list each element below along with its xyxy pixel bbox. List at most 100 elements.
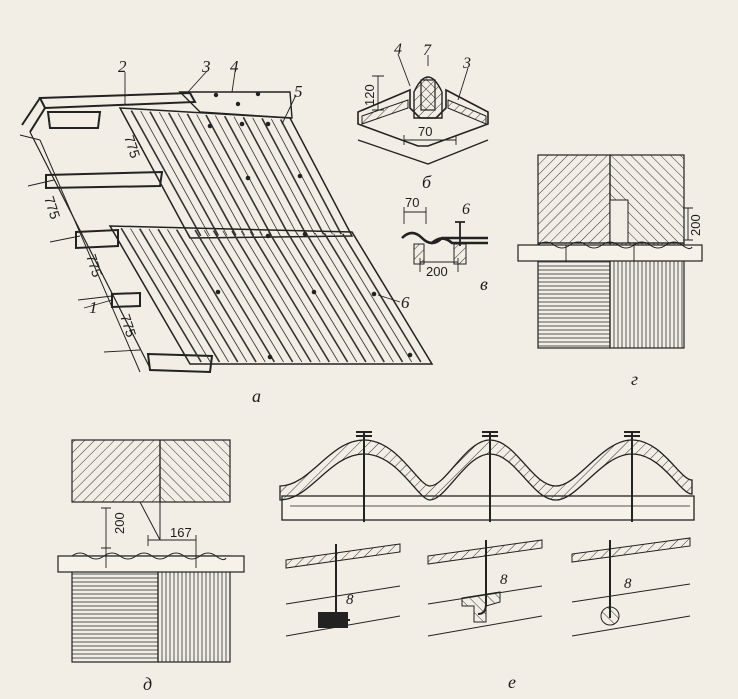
e-detail-1: 8: [285, 543, 401, 637]
e-wave-sheet: [279, 439, 693, 501]
corrugation-line: [314, 232, 394, 363]
callout-b-3: 3: [462, 55, 471, 72]
corrugation-line: [130, 110, 202, 237]
panel-a-letter: а: [252, 386, 261, 406]
corrugation-line: [140, 110, 210, 236]
d-cut: [139, 501, 161, 541]
corrugation-line: [286, 231, 367, 363]
left-slope-sheet: [361, 99, 409, 125]
corrugation-line: [240, 231, 321, 363]
corrugation-line: [323, 232, 404, 363]
purlin-3: [111, 291, 141, 309]
panel-e: 8 8 8 е: [279, 431, 695, 692]
ridge-tile: [357, 88, 489, 147]
callout-a-6: 6: [401, 293, 410, 312]
bolt: [213, 92, 219, 98]
corrugation-line: [167, 112, 237, 236]
callout-e-8c: 8: [624, 576, 632, 592]
dim-d-200: 200: [112, 512, 127, 534]
corrugation-line: [222, 230, 303, 363]
corrugation-line: [157, 228, 239, 363]
panel-d: 200 167 д: [57, 439, 245, 694]
sheet-profile-under: [431, 237, 488, 245]
callout-b-7: 7: [423, 42, 432, 59]
dim-d-167: 167: [170, 525, 192, 540]
panel-b: 4 7 3 120 70 б: [357, 41, 489, 192]
dim-a-775-1: 775: [121, 133, 144, 160]
panel-a: 1 2 3 4 5 6 775 775 775 775 а: [19, 57, 434, 406]
corrugation-line: [231, 230, 312, 363]
callout-a-4: 4: [230, 57, 239, 76]
corrugation-line: [296, 232, 376, 363]
corrugation-line: [149, 111, 220, 237]
panel-v-letter: в: [480, 274, 488, 294]
callout-e-8b: 8: [500, 572, 508, 588]
dim-a-775-2: 775: [41, 194, 64, 221]
support-block-right: [453, 243, 467, 265]
corrugation-line: [342, 233, 422, 363]
callout-a-5: 5: [294, 82, 303, 101]
dims-d: [101, 507, 197, 568]
rafter-lines-b: [357, 139, 489, 165]
corrugation-line: [277, 231, 358, 363]
sheet-profile-top: [401, 231, 488, 245]
corrugation-line: [268, 231, 349, 363]
e-purlin: [281, 495, 695, 521]
corrugation-line: [175, 229, 257, 363]
corrugation-line: [279, 119, 342, 235]
corrugation-line: [252, 117, 316, 235]
panel-g: 200 г: [517, 154, 703, 389]
corrugation-line: [130, 228, 211, 363]
d-wave-edge: [71, 552, 227, 561]
d-purlin: [57, 555, 245, 573]
e-detail-3-block: [600, 606, 620, 626]
panel-v: 70 200 6 в: [401, 195, 488, 294]
upper-sheet-corrugations: [130, 110, 342, 237]
dim-b-70: 70: [418, 124, 432, 139]
dim-a-775-3: 775: [83, 252, 106, 279]
dim-g-200: 200: [688, 214, 703, 236]
d-lower-right-sheet: [157, 555, 231, 663]
corrugation-line: [177, 113, 246, 236]
e-detail-3-sheet: [571, 537, 691, 563]
sheet-bolts: [207, 121, 413, 360]
ridge-sheet: [178, 91, 293, 119]
purlin-1: [45, 170, 164, 190]
corrugation-line: [196, 114, 263, 236]
panel-b-letter: б: [422, 172, 432, 192]
callout-a-3: 3: [201, 57, 211, 76]
dim-a-775-4: 775: [117, 312, 140, 339]
e-detail-2: 8: [427, 539, 543, 637]
corrugation-line: [233, 116, 298, 235]
dim-b-120: 120: [362, 84, 377, 106]
callout-a-1: 1: [89, 298, 98, 317]
ridge-bar: [420, 79, 436, 111]
e-detail-3: 8: [571, 537, 691, 637]
e-detail-1-sheet: [285, 543, 401, 569]
callout-v-6: 6: [462, 201, 470, 218]
purlin-2: [75, 228, 119, 250]
rafter-edge: [29, 131, 151, 369]
support-block-left: [413, 243, 425, 265]
corrugation-line: [261, 117, 325, 235]
corrugation-line: [148, 228, 229, 363]
corrugation-line: [194, 229, 276, 363]
dim-ticks-a: [27, 179, 141, 353]
g-upper-left-sheet: [537, 154, 611, 244]
e-detail-1-lines: [285, 585, 401, 637]
corrugation-line: [212, 230, 294, 363]
panel-d-letter: д: [143, 674, 152, 694]
corrugation-line: [205, 114, 272, 236]
e-detail-1-block: [318, 612, 348, 628]
callout-b-4: 4: [394, 41, 402, 58]
upper-sheet: [118, 107, 354, 239]
dim-line-a: [19, 134, 141, 373]
purlin-top: [46, 111, 102, 129]
corrugation-line: [223, 115, 290, 236]
dim-v-70: 70: [405, 195, 419, 210]
purlin-4: [146, 352, 214, 374]
g-wave-edge: [537, 241, 693, 250]
corrugation-line: [214, 115, 281, 236]
